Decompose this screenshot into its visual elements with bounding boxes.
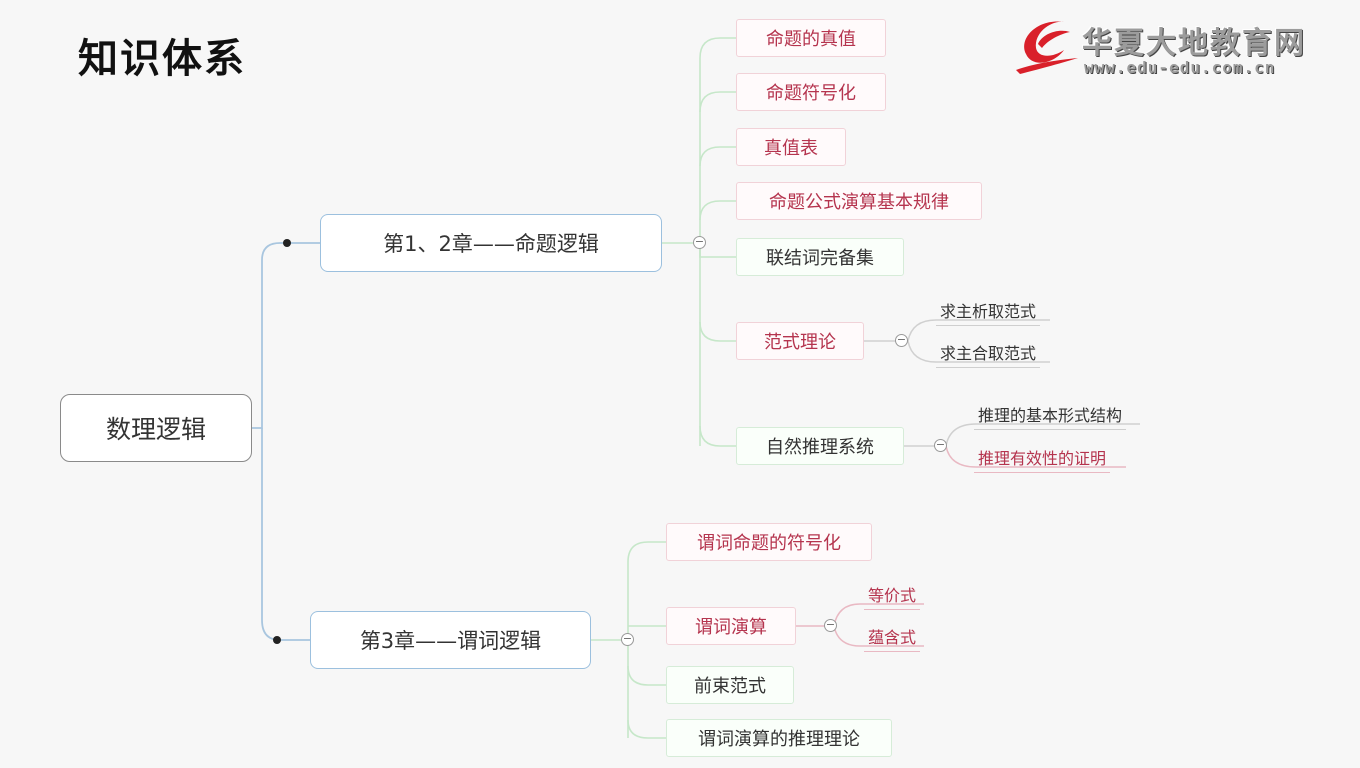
topic-node[interactable]: 联结词完备集 bbox=[736, 238, 904, 276]
topic-node-label: 自然推理系统 bbox=[766, 437, 874, 458]
chapter-node-label: 第1、2章——命题逻辑 bbox=[383, 232, 599, 256]
subtopic-node-label: 等价式 bbox=[868, 586, 917, 605]
subtopic-node[interactable]: 等价式 bbox=[864, 582, 921, 610]
collapse-icon[interactable]: − bbox=[693, 235, 706, 249]
topic-node-label: 联结词完备集 bbox=[766, 248, 874, 269]
topic-node[interactable]: 命题的真值 bbox=[736, 19, 886, 57]
brand-name: 华夏大地教育网 bbox=[1082, 26, 1306, 61]
topic-node[interactable]: 谓词演算的推理理论 bbox=[666, 719, 892, 757]
topic-node[interactable]: 真值表 bbox=[736, 128, 846, 166]
connector-dot-icon bbox=[273, 636, 281, 644]
subtopic-node-label: 求主析取范式 bbox=[940, 302, 1037, 321]
collapse-icon[interactable]: − bbox=[934, 438, 947, 452]
subtopic-node[interactable]: 蕴含式 bbox=[864, 624, 921, 652]
topic-node-label: 谓词演算 bbox=[695, 617, 767, 638]
chapter-node-propositional[interactable]: 第1、2章——命题逻辑 bbox=[320, 214, 662, 272]
collapse-icon[interactable]: − bbox=[824, 618, 837, 632]
topic-node[interactable]: 前束范式 bbox=[666, 666, 794, 704]
topic-node[interactable]: 自然推理系统 bbox=[736, 427, 904, 465]
topic-node-label: 谓词命题的符号化 bbox=[697, 533, 841, 554]
topic-node[interactable]: 谓词演算 bbox=[666, 607, 796, 645]
subtopic-node-label: 蕴含式 bbox=[868, 628, 917, 647]
topic-node[interactable]: 范式理论 bbox=[736, 322, 864, 360]
brand-logo-icon bbox=[1016, 21, 1078, 74]
topic-node-label: 命题的真值 bbox=[766, 29, 856, 50]
subtopic-node[interactable]: 推理的基本形式结构 bbox=[974, 402, 1127, 430]
subtopic-node[interactable]: 求主析取范式 bbox=[936, 298, 1041, 326]
topic-node-label: 谓词演算的推理理论 bbox=[698, 729, 860, 750]
root-node[interactable]: 数理逻辑 bbox=[60, 394, 252, 462]
collapse-icon[interactable]: − bbox=[895, 333, 908, 347]
root-node-label: 数理逻辑 bbox=[105, 415, 206, 444]
brand-url: www.edu-edu.com.cn bbox=[1084, 58, 1276, 77]
topic-node-label: 前束范式 bbox=[694, 676, 766, 697]
page-title: 知识体系 bbox=[78, 36, 246, 82]
subtopic-node-label: 推理有效性的证明 bbox=[978, 449, 1107, 468]
topic-node[interactable]: 谓词命题的符号化 bbox=[666, 523, 872, 561]
topic-node[interactable]: 命题符号化 bbox=[736, 73, 886, 111]
subtopic-node-label: 求主合取范式 bbox=[940, 344, 1037, 363]
subtopic-node[interactable]: 推理有效性的证明 bbox=[974, 445, 1111, 473]
topic-node-label: 真值表 bbox=[764, 138, 818, 159]
subtopic-node[interactable]: 求主合取范式 bbox=[936, 340, 1041, 368]
connector-dot-icon bbox=[283, 239, 291, 247]
topic-node[interactable]: 命题公式演算基本规律 bbox=[736, 182, 982, 220]
topic-node-label: 命题公式演算基本规律 bbox=[769, 192, 949, 213]
subtopic-node-label: 推理的基本形式结构 bbox=[978, 406, 1123, 425]
topic-node-label: 命题符号化 bbox=[766, 83, 856, 104]
chapter-node-label: 第3章——谓词逻辑 bbox=[359, 629, 542, 653]
topic-node-label: 范式理论 bbox=[764, 332, 836, 353]
chapter-node-predicate[interactable]: 第3章——谓词逻辑 bbox=[310, 611, 591, 669]
collapse-icon[interactable]: − bbox=[621, 632, 634, 646]
